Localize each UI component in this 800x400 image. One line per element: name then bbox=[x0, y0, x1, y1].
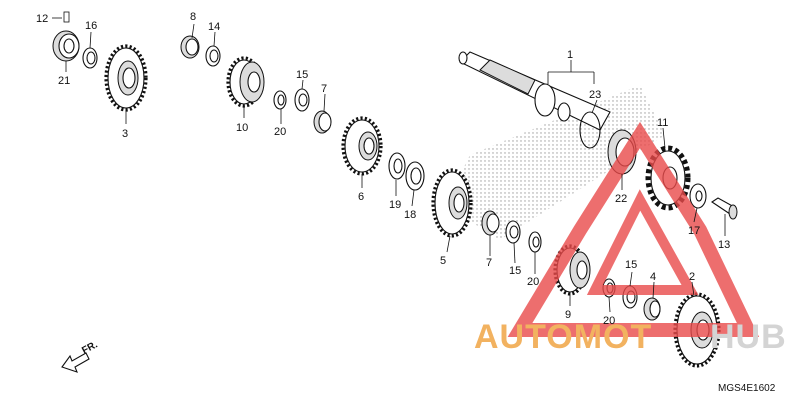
label-12: 12 bbox=[36, 13, 48, 25]
arrow-icon bbox=[61, 352, 90, 373]
label-19: 19 bbox=[389, 199, 401, 211]
watermark-logo bbox=[507, 121, 760, 337]
washer-17 bbox=[689, 183, 707, 209]
washer-14 bbox=[205, 45, 221, 67]
label-16: 16 bbox=[85, 20, 97, 32]
label-22: 22 bbox=[615, 193, 627, 205]
label-5: 5 bbox=[440, 255, 446, 267]
bolt-13 bbox=[711, 197, 738, 220]
fr-label: FR. bbox=[80, 339, 100, 356]
washer-20-upper bbox=[273, 90, 287, 110]
washer-18 bbox=[405, 161, 425, 191]
bearing-7-lower bbox=[481, 210, 500, 236]
label-11: 11 bbox=[657, 117, 668, 129]
label-15-mid: 15 bbox=[509, 265, 521, 277]
label-23: 23 bbox=[589, 89, 601, 101]
gear-6 bbox=[341, 116, 383, 176]
bearing-7-upper bbox=[313, 110, 332, 134]
label-15-lower: 15 bbox=[625, 259, 637, 271]
pin-12 bbox=[63, 11, 70, 23]
needle-bearing-21 bbox=[52, 30, 80, 62]
label-15-upper: 15 bbox=[296, 69, 308, 81]
washer-16 bbox=[82, 47, 98, 69]
label-14: 14 bbox=[208, 21, 220, 33]
label-8: 8 bbox=[190, 11, 196, 23]
circlip-23 bbox=[579, 111, 601, 149]
callouts: 12 16 21 3 8 14 10 15 20 7 1 23 6 19 18 … bbox=[36, 11, 730, 327]
label-7-lower: 7 bbox=[486, 257, 492, 269]
bearing-8 bbox=[180, 35, 200, 59]
label-20-upper: 20 bbox=[274, 126, 286, 138]
label-2: 2 bbox=[689, 271, 695, 283]
label-4: 4 bbox=[650, 271, 656, 283]
label-6: 6 bbox=[358, 191, 364, 203]
washer-19 bbox=[388, 152, 406, 180]
shaded-band bbox=[445, 85, 665, 240]
label-17: 17 bbox=[688, 225, 700, 237]
front-arrow: FR. bbox=[61, 339, 100, 373]
label-18: 18 bbox=[404, 209, 416, 221]
bushing-4 bbox=[643, 297, 661, 321]
diagram-code: MGS4E1602 bbox=[718, 383, 776, 394]
label-7-upper: 7 bbox=[321, 83, 327, 95]
label-21: 21 bbox=[58, 75, 70, 87]
label-9: 9 bbox=[565, 309, 571, 321]
watermark-word-orange: AUTOMOT bbox=[474, 318, 652, 356]
label-1: 1 bbox=[567, 49, 573, 61]
gear-5 bbox=[431, 168, 473, 238]
gear-10 bbox=[226, 56, 265, 108]
label-3: 3 bbox=[122, 128, 128, 140]
washer-20-mid bbox=[528, 231, 542, 253]
label-20-mid: 20 bbox=[527, 276, 539, 288]
gear-3 bbox=[104, 44, 148, 112]
label-20-lower: 20 bbox=[603, 315, 615, 327]
washer-15-mid bbox=[505, 220, 521, 244]
label-10: 10 bbox=[236, 122, 248, 134]
mainshaft-1 bbox=[458, 51, 611, 131]
label-13: 13 bbox=[718, 239, 730, 251]
washer-15-upper bbox=[294, 88, 310, 112]
leader-lines bbox=[52, 17, 726, 313]
watermark-word-dark: HUB bbox=[710, 318, 787, 356]
